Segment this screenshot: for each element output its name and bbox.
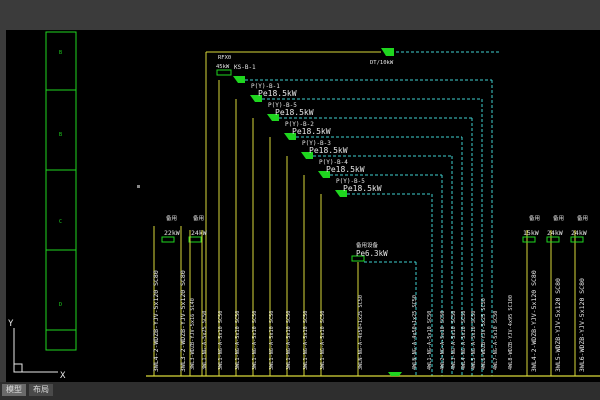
unit-name: 备用 — [553, 214, 564, 222]
ruler-label: D — [59, 302, 62, 308]
ruler-bar: B B C D — [45, 31, 77, 351]
window-edge — [0, 0, 6, 400]
schematic-drawing[interactable]: B B C D Y X DT/10kW RFX0 45kW — [6, 30, 600, 382]
unit-power: 24kW — [191, 229, 207, 237]
right-unit-3[interactable]: 备用 24kW 3WL6-WDZB-YJV-5x120 SC80 — [570, 214, 588, 376]
extra-cable-label: 4WL5-NG-A-5x10 SC50 — [471, 311, 477, 370]
drawing-canvas[interactable]: B B C D Y X DT/10kW RFX0 45kW — [6, 30, 600, 390]
unit-name: 备用 — [577, 214, 588, 222]
ucs-x-label: X — [60, 371, 66, 381]
feeder-power: Pe18.5kW — [258, 89, 297, 98]
left-extra-cable: 3WL1-NG-A-5x25 SC50 — [202, 311, 208, 370]
feeder-power: Pe18.5kW — [326, 165, 365, 174]
unit-name: 备用 — [529, 214, 540, 222]
extra-cable-label: 4WL1-NG-A-5x10 SC50 — [427, 311, 433, 370]
unit-power: 24kW — [571, 229, 587, 237]
feeder-cable-label: 3WL1-NG-A-5x10 SC50 — [286, 311, 292, 370]
unit-name: 备用 — [193, 214, 204, 222]
mid-feeder-power: Pe6.3kW — [356, 249, 388, 258]
mid-feeder-cable: 3WLN-NG-A-4x50+1x25 SC50 — [358, 295, 364, 370]
tab-model[interactable]: 模型 — [2, 384, 26, 396]
feeder-name: P(Y)-B-5 — [336, 178, 365, 185]
feeder-power: Pe18.5kW — [275, 108, 314, 117]
feeder-cable-label: 3WL1-NG-A-5x10 SC50 — [320, 311, 326, 370]
ucs-y-label: Y — [8, 319, 14, 329]
left-unit-1[interactable]: 备用 22kW 3WL4-2-WDZB-YJV-5x120 SC80 — [152, 214, 180, 376]
unit-cable: 3WL6-WDZB-YJV-5x120 SC80 — [578, 278, 586, 372]
right-unit-1[interactable]: 备用 15kW 3WL4-2-WDZB-YJV-5x120 SC80 — [522, 214, 540, 376]
extra-cable-label: 4WL7-NG-A-5x10 SC50 — [493, 311, 499, 370]
feeder-name: KS-B-1 — [234, 64, 256, 71]
unit-cable: 3WL3-2-WDZB-YJV-5x120 SC80 — [179, 270, 187, 372]
bottom-breaker — [388, 372, 402, 376]
main-name: RFX0 — [218, 55, 231, 61]
unit-power: 22kW — [164, 229, 180, 237]
right-units-group: 备用 15kW 3WL4-2-WDZB-YJV-5x120 SC80 备用 24kW 3W… — [522, 214, 588, 376]
extra-cables-group: 4WLN-NG-A-4x50+1x25 SC50 4WL1-NG-A-5x10 S… — [412, 295, 514, 370]
extra-cable-label: 4WL4-NG-A-5x10 SC50 — [461, 311, 467, 370]
main-power: 45kW — [216, 64, 230, 70]
left-units-group: 备用 22kW 3WL4-2-WDZB-YJV-5x120 SC80 备用 24kW 3W… — [152, 214, 208, 376]
status-bar — [0, 382, 600, 400]
main-meter — [216, 69, 232, 76]
unit-cable: 3WL4-2-WDZB-YJV-5x120 SC80 — [530, 270, 538, 372]
right-unit-2[interactable]: 备用 24kW 3WL5-WDZB-YJV-5x120 SC80 — [546, 214, 564, 376]
left-unit-2[interactable]: 备用 24kW 3WL3-2-WDZB-YJV-5x120 SC80 — [179, 214, 207, 376]
ruler-label: B — [59, 132, 62, 138]
extra-cable-label: 4WL3-NG-A-5x10 SC50 — [451, 311, 457, 370]
feeder-cable-label: 3WL1-NG-A-5x10 SC50 — [269, 311, 275, 370]
feeder-name: P(Y)-B-3 — [302, 140, 331, 147]
ucs-icon: Y X — [8, 319, 66, 381]
unit-cable: 3WL5-WDZB-YJV-5x120 SC80 — [554, 278, 562, 372]
mid-feeder-name: 备用设备 — [356, 241, 379, 249]
feeder-power: Pe18.5kW — [292, 127, 331, 136]
unit-name: 备用 — [166, 214, 177, 222]
feeder-cable-label: 3WL1-NG-A-5x10 SC50 — [252, 311, 258, 370]
feeder-cable-label: 3WL1-NG-A-5x10 SC50 — [218, 311, 224, 370]
toolbar-area — [0, 0, 600, 30]
feeder-name: P(Y)-B-5 — [268, 102, 297, 109]
layout-tabs: 模型 布局 — [2, 384, 53, 396]
feeder-cable-label: 3WL1-NG-A-5x10 SC50 — [235, 311, 241, 370]
extra-cable-label: 4WL6-WDZB-YJV-5x25 SC50 — [481, 298, 487, 370]
feeder-power: Pe18.5kW — [343, 184, 382, 193]
feeder-name: P(Y)-B-4 — [319, 159, 348, 166]
feeder-1[interactable]: KS-B-1 3WL1-NG-A-5x10 SC50 — [218, 64, 493, 376]
unit-cable: 3WL4-2-WDZB-YJV-5x120 SC80 — [152, 270, 160, 372]
feeder-power: Pe18.5kW — [309, 146, 348, 155]
feeder-name: P(Y)-B-2 — [285, 121, 314, 128]
ruler-label: C — [59, 219, 62, 225]
tab-layout[interactable]: 布局 — [29, 384, 53, 396]
left-extra-cable: 3WL3-WDZB-YJV-5x16 SC40 — [190, 298, 196, 370]
feeder-name: P(Y)-B-1 — [251, 83, 280, 90]
extra-cable-label: 4WLN-NG-A-4x50+1x25 SC50 — [412, 295, 418, 370]
ruler-label: B — [59, 50, 62, 56]
cursor-marker — [137, 185, 140, 188]
extra-cable-label: 4WL2-NG-A-5x10 SC50 — [440, 311, 446, 370]
unit-power: 15kW — [523, 229, 539, 237]
feeder-cable-label: 3WL1-NG-A-5x10 SC50 — [303, 311, 309, 370]
top-right-label: DT/10kW — [370, 60, 394, 66]
unit-power: 24kW — [547, 229, 563, 237]
extra-cable-label: 4WL8-WDZB-YJV-4x95 SC100 — [508, 295, 514, 370]
breaker-symbol — [381, 48, 394, 56]
